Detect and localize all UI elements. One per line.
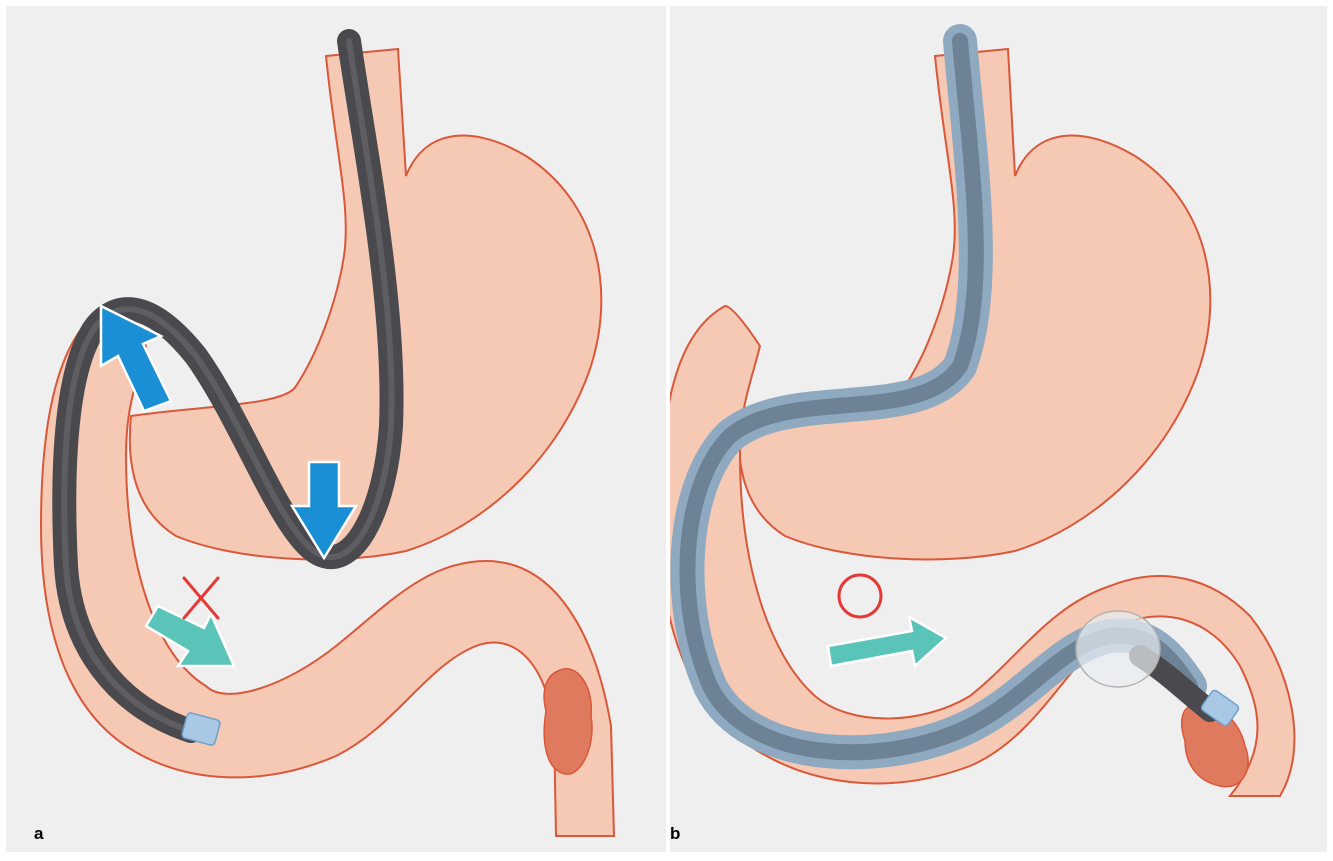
panel-a-illustration <box>6 6 666 852</box>
cross-mark-icon <box>184 578 218 618</box>
panel-b: b <box>670 6 1327 852</box>
panel-a: a <box>6 6 666 852</box>
panel-label-b: b <box>670 824 680 844</box>
teal-arrow-right-icon <box>828 617 946 666</box>
circle-mark-icon <box>839 575 881 617</box>
balloon <box>1076 611 1160 687</box>
panel-label-a: a <box>34 824 43 844</box>
panel-b-illustration <box>670 6 1327 852</box>
lesion-shape <box>544 669 592 774</box>
